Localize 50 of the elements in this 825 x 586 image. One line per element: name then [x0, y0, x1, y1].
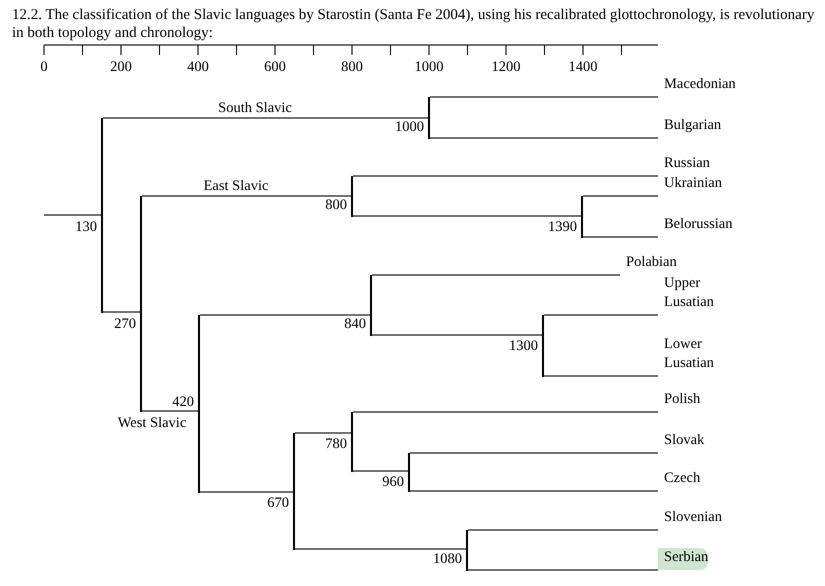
axis-tick-label: 1200 — [492, 60, 520, 74]
branch-line — [410, 490, 658, 492]
language-label: Russian — [658, 154, 710, 176]
branch-line — [544, 314, 658, 316]
divergence-date-label: 840 — [344, 317, 366, 332]
branch-line — [582, 236, 658, 238]
divergence-date-label: 670 — [267, 496, 289, 510]
axis-tick-label: 1400 — [568, 60, 598, 74]
language-label: Slovak — [658, 431, 704, 453]
branch-line — [294, 432, 352, 434]
divergence-date-label: 1080 — [433, 552, 462, 566]
axis-tick-label: 400 — [187, 60, 209, 74]
branch-line — [294, 548, 466, 550]
clade-label: East Slavic — [204, 178, 268, 194]
axis-tick-label: 600 — [264, 60, 286, 74]
branch-line — [410, 452, 658, 454]
divergence-date-label: 130 — [75, 220, 97, 234]
divergence-date-label: 420 — [172, 395, 194, 410]
language-label: Bulgarian — [658, 116, 722, 138]
language-label: Serbian — [658, 548, 708, 570]
divergence-date-label: 1390 — [548, 220, 577, 234]
divergence-date-label: 800 — [325, 198, 347, 212]
branch-line — [372, 274, 620, 276]
axis-tick-label: 1000 — [414, 60, 444, 74]
language-label: Belorussian — [658, 215, 732, 237]
axis-tick-label: 0 — [40, 60, 48, 74]
divergence-date-label: 960 — [382, 475, 404, 490]
divergence-date-label: 1000 — [395, 120, 424, 134]
language-label: Lower Lusatian — [658, 335, 728, 376]
divergence-date-label: 1300 — [509, 339, 538, 354]
axis-tick-label: 800 — [341, 60, 363, 74]
language-label: Polabian — [620, 253, 677, 275]
language-label: Slovenian — [658, 508, 722, 530]
divergence-date-label: 780 — [325, 437, 347, 452]
language-label: Upper Lusatian — [658, 274, 728, 315]
language-label: Macedonian — [658, 75, 736, 97]
clade-label: South Slavic — [218, 100, 292, 116]
branch-line — [200, 314, 370, 316]
divergence-date-label: 270 — [114, 317, 136, 332]
language-label: Czech — [658, 469, 700, 491]
branch-line — [430, 96, 658, 98]
language-label: Ukrainian — [658, 174, 722, 196]
language-label: Polish — [658, 390, 700, 412]
figure-title: 12.2. The classification of the Slavic languages by Starostin (Santa Fe 2004), using his recalibrated glottochronology, is revolutionary in both topology and chronology: — [12, 6, 816, 42]
branch-line — [142, 410, 198, 412]
clade-label: West Slavic — [118, 416, 186, 430]
branch-line — [352, 470, 408, 472]
branch-line — [372, 334, 542, 336]
branch-line — [44, 214, 102, 216]
axis-tick-label: 200 — [110, 60, 132, 74]
